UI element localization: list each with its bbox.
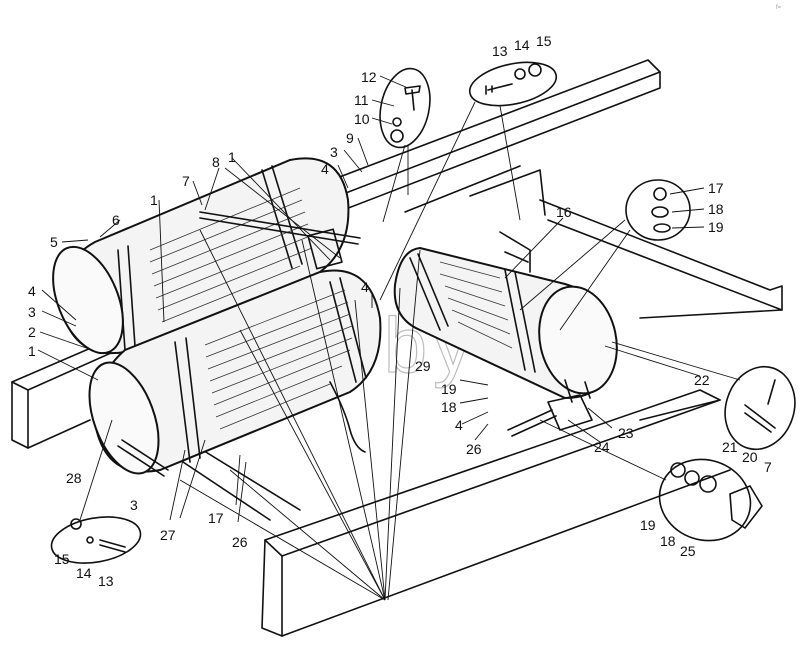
corner-mark: f= bbox=[776, 5, 782, 11]
part-number-labels: 12 11 10 13 14 15 8 1 3 9 4 7 1 6 5 17 1… bbox=[28, 33, 772, 589]
callout-15: 15 bbox=[536, 33, 552, 49]
callout-19: 19 bbox=[640, 517, 656, 533]
callout-17: 17 bbox=[708, 180, 724, 196]
callout-28: 28 bbox=[66, 470, 82, 486]
callout-15: 15 bbox=[54, 551, 70, 567]
callout-23: 23 bbox=[618, 425, 634, 441]
callout-13: 13 bbox=[492, 43, 508, 59]
callout-21: 21 bbox=[722, 439, 738, 455]
callout-18: 18 bbox=[441, 399, 457, 415]
leader-lines bbox=[37, 75, 741, 601]
callout-22: 22 bbox=[694, 372, 710, 388]
air-tank-upper-left bbox=[52, 157, 361, 355]
callout-1: 1 bbox=[228, 149, 236, 165]
callout-19: 19 bbox=[441, 381, 457, 397]
callout-11: 11 bbox=[354, 92, 369, 108]
callout-7: 7 bbox=[182, 173, 190, 189]
callout-17: 17 bbox=[208, 510, 224, 526]
callout-29: 29 bbox=[415, 358, 431, 374]
callout-26: 26 bbox=[466, 441, 482, 457]
callout-9: 9 bbox=[346, 130, 354, 146]
callout-24: 24 bbox=[594, 439, 610, 455]
detail-bubbles bbox=[50, 61, 796, 564]
air-tank-lower-left bbox=[88, 269, 382, 477]
callout-2: 2 bbox=[28, 324, 36, 340]
callout-7: 7 bbox=[764, 459, 772, 475]
chassis-frame bbox=[11, 59, 783, 637]
callout-4: 4 bbox=[28, 283, 36, 299]
callout-12: 12 bbox=[361, 69, 377, 85]
callout-25: 25 bbox=[680, 543, 696, 559]
callout-4: 4 bbox=[455, 417, 463, 433]
callout-1: 1 bbox=[150, 192, 158, 208]
callout-26: 26 bbox=[232, 534, 248, 550]
callout-4: 4 bbox=[321, 161, 329, 177]
callout-16: 16 bbox=[556, 204, 572, 220]
air-tank-right bbox=[393, 231, 618, 437]
callout-4: 4 bbox=[361, 279, 369, 295]
callout-5: 5 bbox=[50, 234, 58, 250]
callout-3: 3 bbox=[28, 304, 36, 320]
callout-10: 10 bbox=[354, 111, 370, 127]
callout-13: 13 bbox=[98, 573, 114, 589]
callout-6: 6 bbox=[112, 212, 120, 228]
callout-18: 18 bbox=[708, 201, 724, 217]
callout-3: 3 bbox=[330, 144, 338, 160]
callout-14: 14 bbox=[76, 565, 92, 581]
callout-20: 20 bbox=[742, 449, 758, 465]
callout-3: 3 bbox=[130, 497, 138, 513]
callout-1: 1 bbox=[28, 343, 36, 359]
callout-8: 8 bbox=[212, 154, 220, 170]
callout-27: 27 bbox=[160, 527, 176, 543]
callout-18: 18 bbox=[660, 533, 676, 549]
callout-14: 14 bbox=[514, 37, 530, 53]
callout-19: 19 bbox=[708, 219, 724, 235]
